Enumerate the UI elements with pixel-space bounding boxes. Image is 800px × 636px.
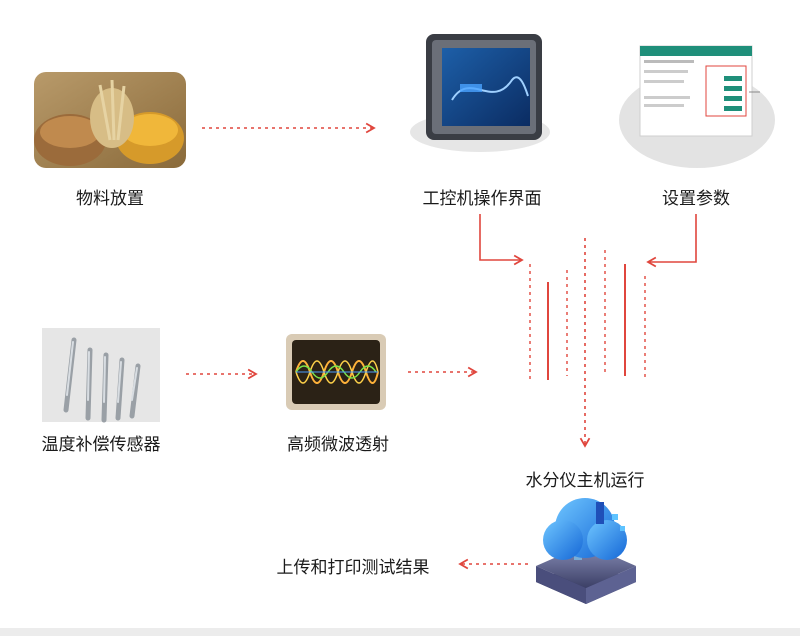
label-upload: 上传和打印测试结果 bbox=[276, 558, 430, 578]
parameter-screen bbox=[619, 45, 775, 168]
microwave-graphic bbox=[286, 334, 386, 410]
bottom-bar bbox=[0, 628, 800, 636]
label-sensor: 温度补偿传感器 bbox=[41, 435, 161, 455]
arrow-ipc-to-bars bbox=[479, 214, 524, 266]
arrow-params-to-bars bbox=[646, 214, 697, 268]
label-microwave: 高频微波透射 bbox=[287, 435, 389, 455]
label-host: 水分仪主机运行 bbox=[525, 471, 645, 491]
label-material: 物料放置 bbox=[76, 189, 144, 209]
grain-photo bbox=[34, 72, 186, 168]
signal-bars bbox=[529, 250, 646, 380]
label-params: 设置参数 bbox=[662, 189, 730, 209]
label-ipc: 工控机操作界面 bbox=[422, 189, 542, 209]
sensor-photo bbox=[42, 328, 160, 423]
host-device-icon bbox=[536, 498, 636, 604]
arrows bbox=[186, 122, 697, 570]
industrial-pc-photo bbox=[410, 34, 550, 152]
